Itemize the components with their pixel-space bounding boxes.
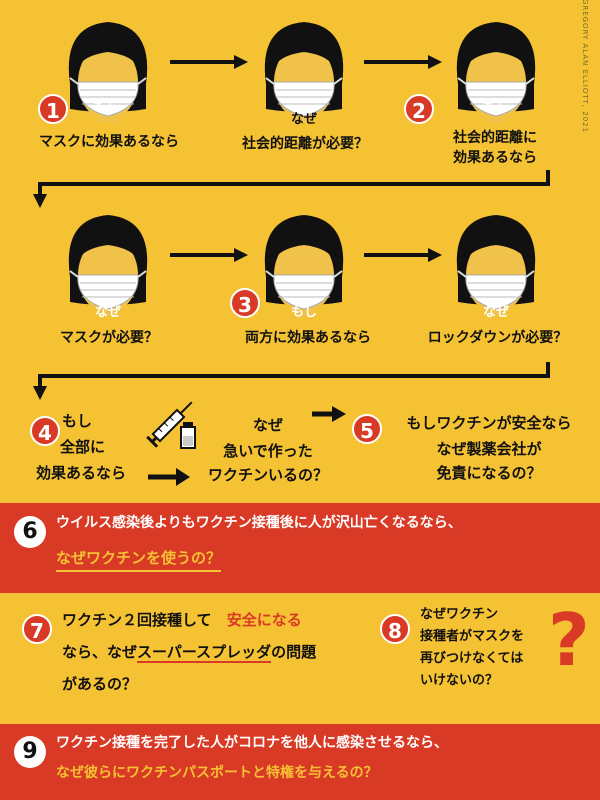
q5-line: 免責になるの？ bbox=[436, 464, 542, 482]
question-mark-icon: ? bbox=[548, 598, 590, 682]
step-3-badge: 3 bbox=[230, 288, 260, 318]
caption: 両方に効果あるなら bbox=[245, 330, 371, 346]
q6-band bbox=[0, 503, 600, 593]
q6-line: ウイルス感染後よりもワクチン接種後に人が沢山亡くなるなら、 bbox=[56, 515, 462, 531]
tag-label: なぜ bbox=[482, 305, 509, 320]
q5-line: もしワクチンが安全なら bbox=[406, 414, 572, 432]
step-9-badge: 9 bbox=[14, 736, 46, 768]
caption: ロックダウンが必要？ bbox=[427, 330, 568, 346]
tag-label: もし bbox=[290, 305, 317, 320]
person-masked-5 bbox=[244, 214, 364, 315]
q4-line: 効果あるなら bbox=[36, 464, 127, 482]
arrow-right-icon bbox=[312, 406, 346, 422]
step-4-badge: 4 bbox=[30, 416, 60, 446]
step-1-badge: 1 bbox=[38, 94, 68, 124]
caption: マスクが必要？ bbox=[60, 330, 158, 346]
q9-band bbox=[0, 724, 600, 800]
arrow-right-icon bbox=[170, 248, 248, 262]
connector-arrow bbox=[33, 362, 550, 400]
arrow-right-icon bbox=[148, 468, 190, 486]
step-8-badge: 8 bbox=[380, 614, 410, 644]
q8-line: いけないの？ bbox=[420, 673, 499, 688]
caption: マスクに効果あるなら bbox=[39, 134, 179, 150]
q9-line: ワクチン接種を完了した人がコロナを他人に感染させるなら、 bbox=[56, 735, 448, 751]
why-line: なぜ bbox=[252, 416, 283, 434]
tag-label: もし bbox=[482, 100, 509, 115]
syringe-icon bbox=[146, 401, 193, 448]
q4-line: 全部に bbox=[60, 438, 106, 456]
caption-line: 社会的距離に bbox=[453, 130, 537, 146]
vial-icon bbox=[180, 422, 196, 449]
q9-line-highlight: なぜ彼らにワクチンパスポートと特権を与えるの？ bbox=[56, 765, 378, 781]
arrow-right-icon bbox=[364, 55, 442, 69]
q7-text: があるの？ bbox=[62, 675, 138, 693]
step-5-badge: 5 bbox=[352, 414, 382, 444]
step-2-badge: 2 bbox=[404, 94, 434, 124]
q7-text: の問題 bbox=[271, 643, 317, 661]
q4-line: もし bbox=[62, 412, 93, 430]
step-6-badge: 6 bbox=[14, 516, 46, 548]
q8-line: 接種者がマスクを bbox=[420, 629, 525, 644]
q7-text: なら、なぜ bbox=[62, 643, 138, 661]
caption: 社会的距離が必要？ bbox=[242, 136, 368, 152]
artist-credit: GREGORY ALAN ELLIOTT, 2021 bbox=[580, 0, 589, 134]
arrow-right-icon bbox=[170, 55, 248, 69]
q7-highlight: 安全になる bbox=[226, 611, 302, 629]
q8-line: 再びつけなくては bbox=[420, 651, 524, 666]
arrow-right-icon bbox=[364, 248, 442, 262]
step-7-badge: 7 bbox=[22, 614, 52, 644]
why-line: ワクチンいるの？ bbox=[207, 466, 328, 484]
q7-underline: スーパースプレッダ bbox=[137, 643, 272, 663]
q7-text: ワクチン２回接種して bbox=[62, 611, 212, 629]
q8-line: なぜワクチン bbox=[420, 607, 499, 622]
tag-label: なぜ bbox=[290, 112, 317, 127]
why-line: 急いで作った bbox=[223, 442, 313, 460]
person-masked-4 bbox=[48, 214, 168, 315]
q6-line-highlight: なぜワクチンを使うの？ bbox=[56, 548, 222, 573]
person-masked-2 bbox=[244, 21, 364, 122]
person-masked-6 bbox=[436, 214, 556, 315]
q5-line: なぜ製薬会社が bbox=[436, 440, 542, 458]
tag-label: なぜ bbox=[94, 305, 121, 320]
connector-arrow bbox=[33, 170, 550, 208]
caption-line: 効果あるなら bbox=[453, 150, 537, 166]
tag-label: もし bbox=[92, 100, 119, 115]
